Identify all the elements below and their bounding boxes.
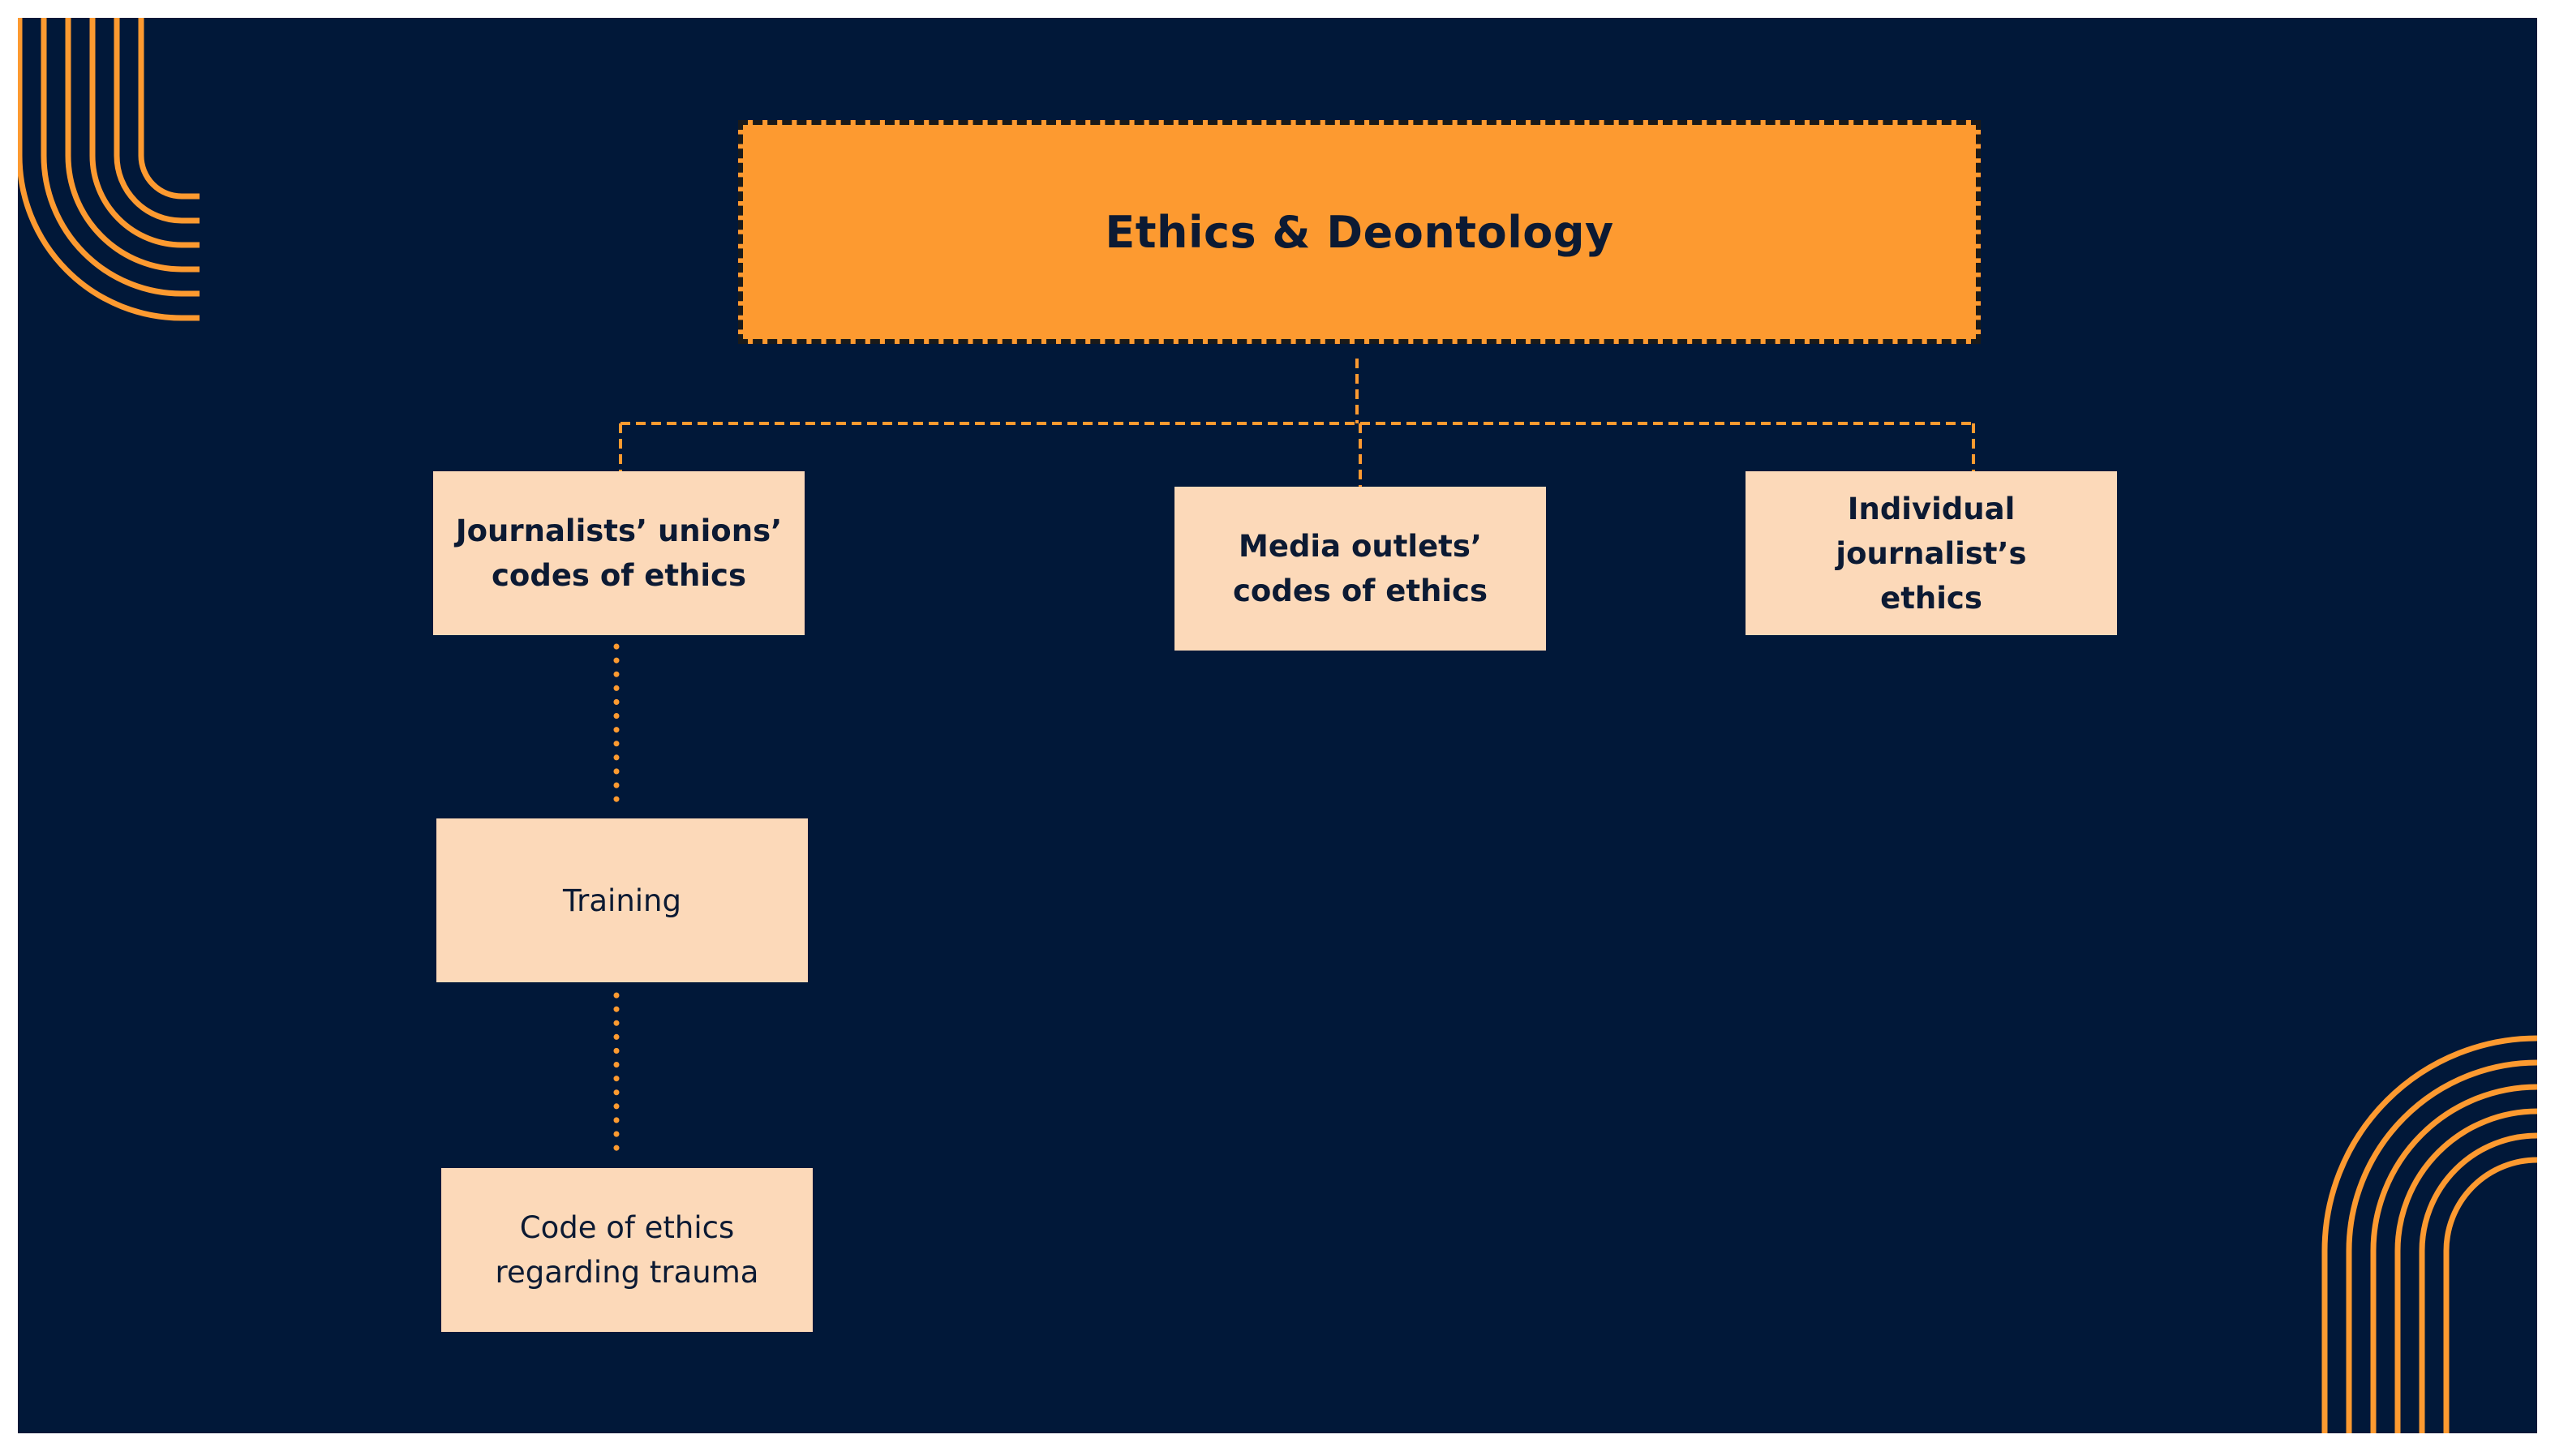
root-node-label: Ethics & Deontology xyxy=(1105,206,1614,258)
node-trauma-code-of-ethics-label: Code of ethics regarding trauma xyxy=(495,1210,759,1290)
node-media-outlets-codes-label: Media outlets’ codes of ethics xyxy=(1233,529,1488,608)
node-journalists-unions-codes: Journalists’ unions’ codes of ethics xyxy=(433,471,805,635)
node-training: Training xyxy=(436,818,808,982)
node-media-outlets-codes: Media outlets’ codes of ethics xyxy=(1174,487,1546,651)
node-journalists-unions-codes-label: Journalists’ unions’ codes of ethics xyxy=(455,513,783,593)
node-individual-journalist-ethics: Individual journalist’s ethics xyxy=(1746,471,2117,635)
corner-arcs-top-left xyxy=(18,18,200,321)
node-training-label: Training xyxy=(563,883,681,918)
node-trauma-code-of-ethics: Code of ethics regarding trauma xyxy=(441,1168,813,1332)
slide-canvas: Ethics & Deontology Journalists’ unions’… xyxy=(18,18,2537,1433)
connector-lines xyxy=(613,359,1975,1153)
node-individual-journalist-ethics-label: Individual journalist’s ethics xyxy=(1836,491,2027,616)
root-node: Ethics & Deontology xyxy=(738,120,1981,344)
